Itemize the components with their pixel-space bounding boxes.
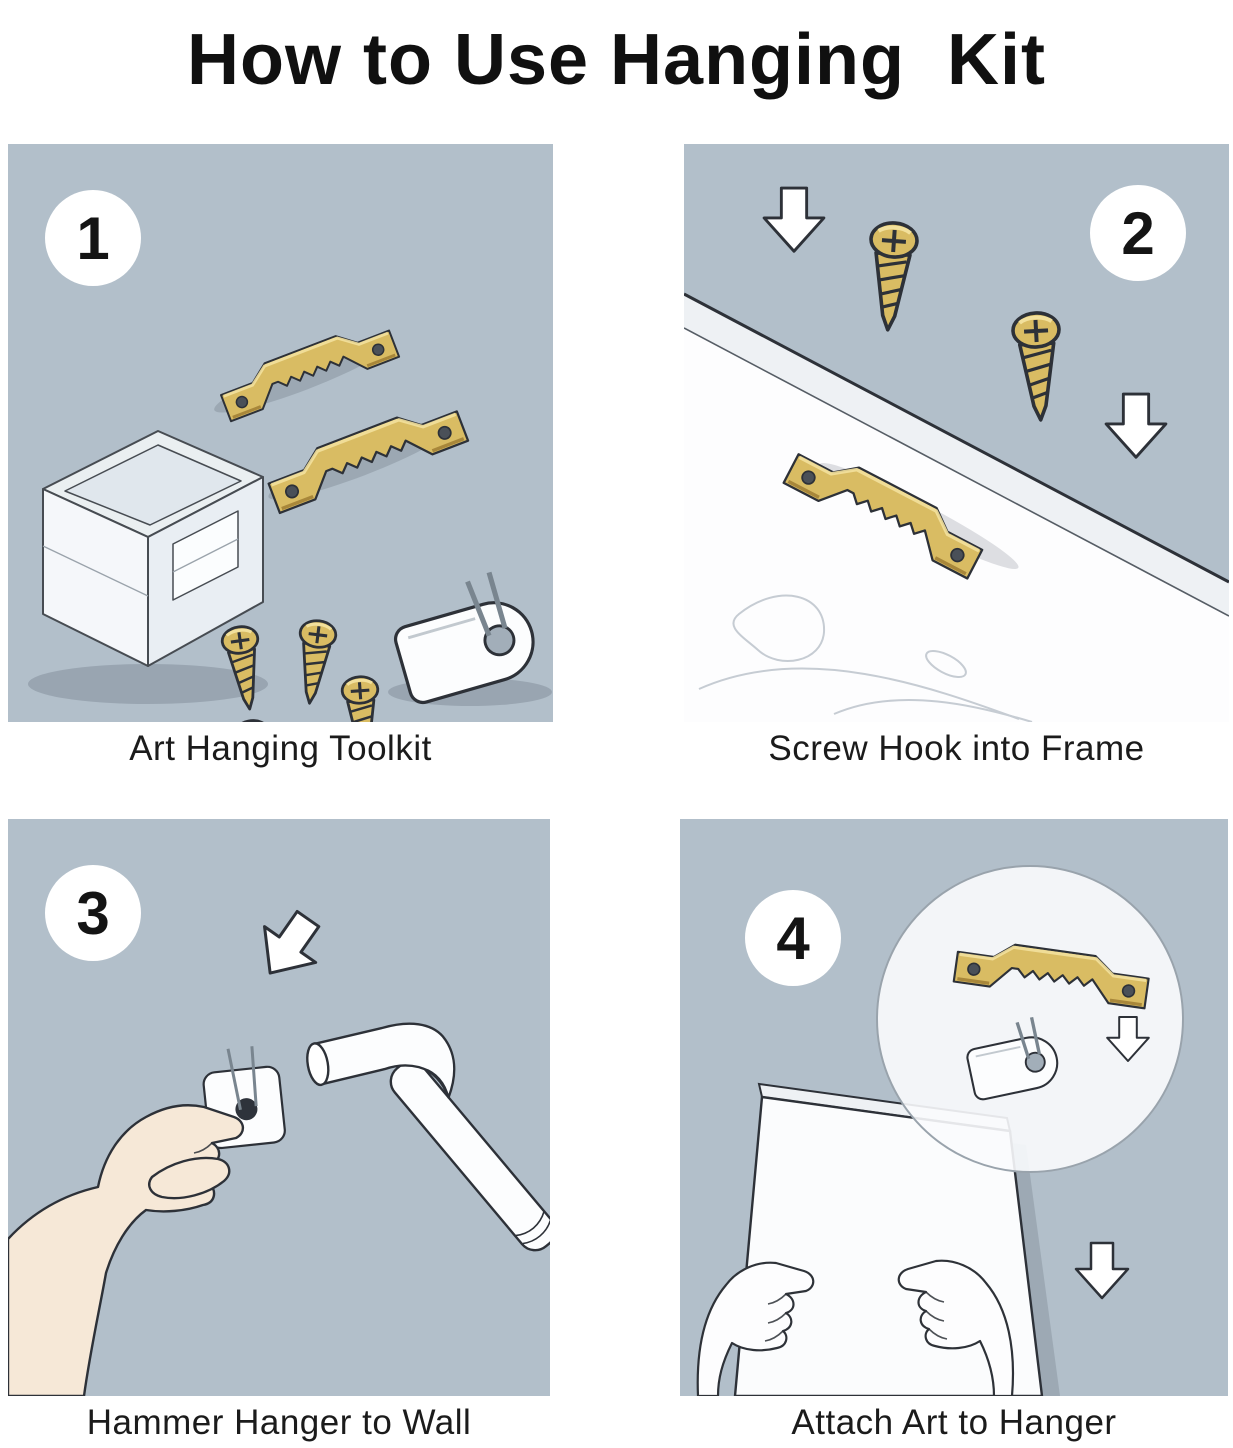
caption-step-3: Hammer Hanger to Wall	[86, 1403, 472, 1442]
panel-2-illustration	[684, 186, 1229, 722]
step-3-badge: 3	[45, 865, 141, 961]
panel-step-2: 2	[684, 144, 1229, 722]
hammer-icon	[306, 1022, 550, 1252]
magnifier-circle	[876, 865, 1184, 1173]
screw-icon	[290, 617, 339, 707]
caption-step-2: Screw Hook into Frame	[768, 729, 1145, 768]
step-2-badge: 2	[1090, 185, 1186, 281]
screw-icon	[862, 219, 921, 334]
panel-1-illustration	[28, 315, 552, 722]
step-number: 2	[1121, 199, 1155, 267]
hand-icon	[8, 1104, 245, 1396]
screw-icon	[229, 715, 285, 722]
panel-step-3: 3	[8, 819, 550, 1396]
panel-step-4: 4	[680, 819, 1228, 1396]
step-number: 4	[776, 904, 810, 972]
screw-icon	[1012, 312, 1064, 421]
down-arrow-icon	[1074, 1241, 1130, 1300]
sawtooth-hanger-icon	[214, 315, 401, 423]
step-number: 3	[76, 879, 110, 947]
down-arrow-icon	[762, 186, 826, 253]
panel-3-illustration	[8, 899, 550, 1396]
hand-icon	[696, 1261, 815, 1396]
step-1-badge: 1	[45, 190, 141, 286]
panel-4-illustration	[696, 865, 1184, 1396]
caption-step-4: Attach Art to Hanger	[791, 1403, 1117, 1442]
shadow	[28, 664, 268, 704]
storage-box-icon	[42, 430, 264, 667]
frame-board-icon	[684, 292, 1229, 722]
screws-group	[218, 617, 385, 722]
page-title: How to Use Hanging Kit	[187, 20, 1046, 100]
down-arrow-icon	[243, 899, 336, 993]
sawtooth-hanger-icon	[261, 395, 470, 515]
down-arrow-icon	[1104, 392, 1168, 459]
hand-icon	[897, 1259, 1015, 1396]
step-4-badge: 4	[745, 890, 841, 986]
panel-step-1: 1	[8, 144, 553, 722]
wood-grain	[698, 594, 1033, 722]
screw-icon	[339, 674, 385, 722]
step-number: 1	[76, 204, 110, 272]
caption-step-1: Art Hanging Toolkit	[129, 729, 432, 768]
